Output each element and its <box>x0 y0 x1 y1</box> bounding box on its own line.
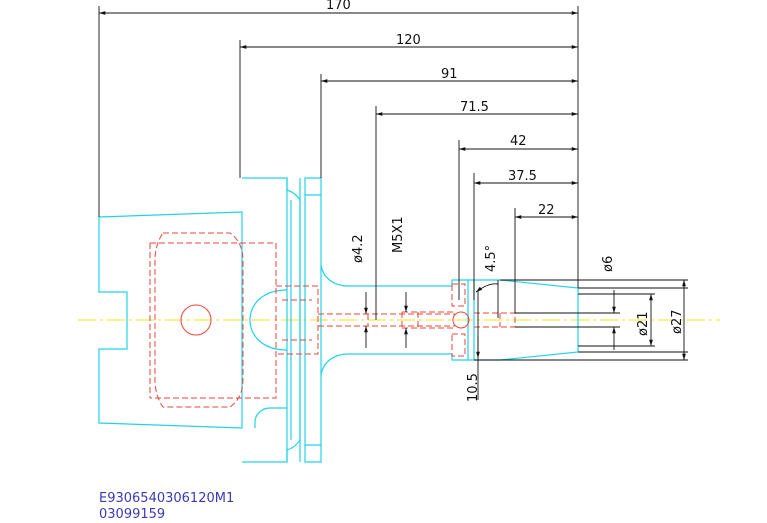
dim-thread-m5x1: M5X1 <box>391 216 406 253</box>
collet-hole-circle <box>452 311 470 329</box>
dim-170: 170 <box>326 0 351 13</box>
dim-120: 120 <box>396 33 421 48</box>
hidden-lines <box>149 232 516 408</box>
dim-dia-27: ø27 <box>670 310 685 335</box>
dim-dia-6: ø6 <box>601 256 616 272</box>
dim-angle-4-5: 4.5° <box>484 245 499 272</box>
dim-91: 91 <box>441 67 458 82</box>
dim-37-5: 37.5 <box>508 169 537 184</box>
cross-hole-circle <box>180 304 212 336</box>
dimension-lines <box>98 6 688 400</box>
dim-dia-4-2: ø4.2 <box>351 234 366 263</box>
part-number: 03099159 <box>99 507 165 522</box>
dim-10-5: 10.5 <box>466 373 481 402</box>
dim-22: 22 <box>538 203 555 218</box>
dim-dia-21: ø21 <box>636 312 651 337</box>
dim-42: 42 <box>510 134 527 149</box>
dim-71-5: 71.5 <box>460 100 489 115</box>
part-code: E9306540306120M1 <box>99 491 234 506</box>
